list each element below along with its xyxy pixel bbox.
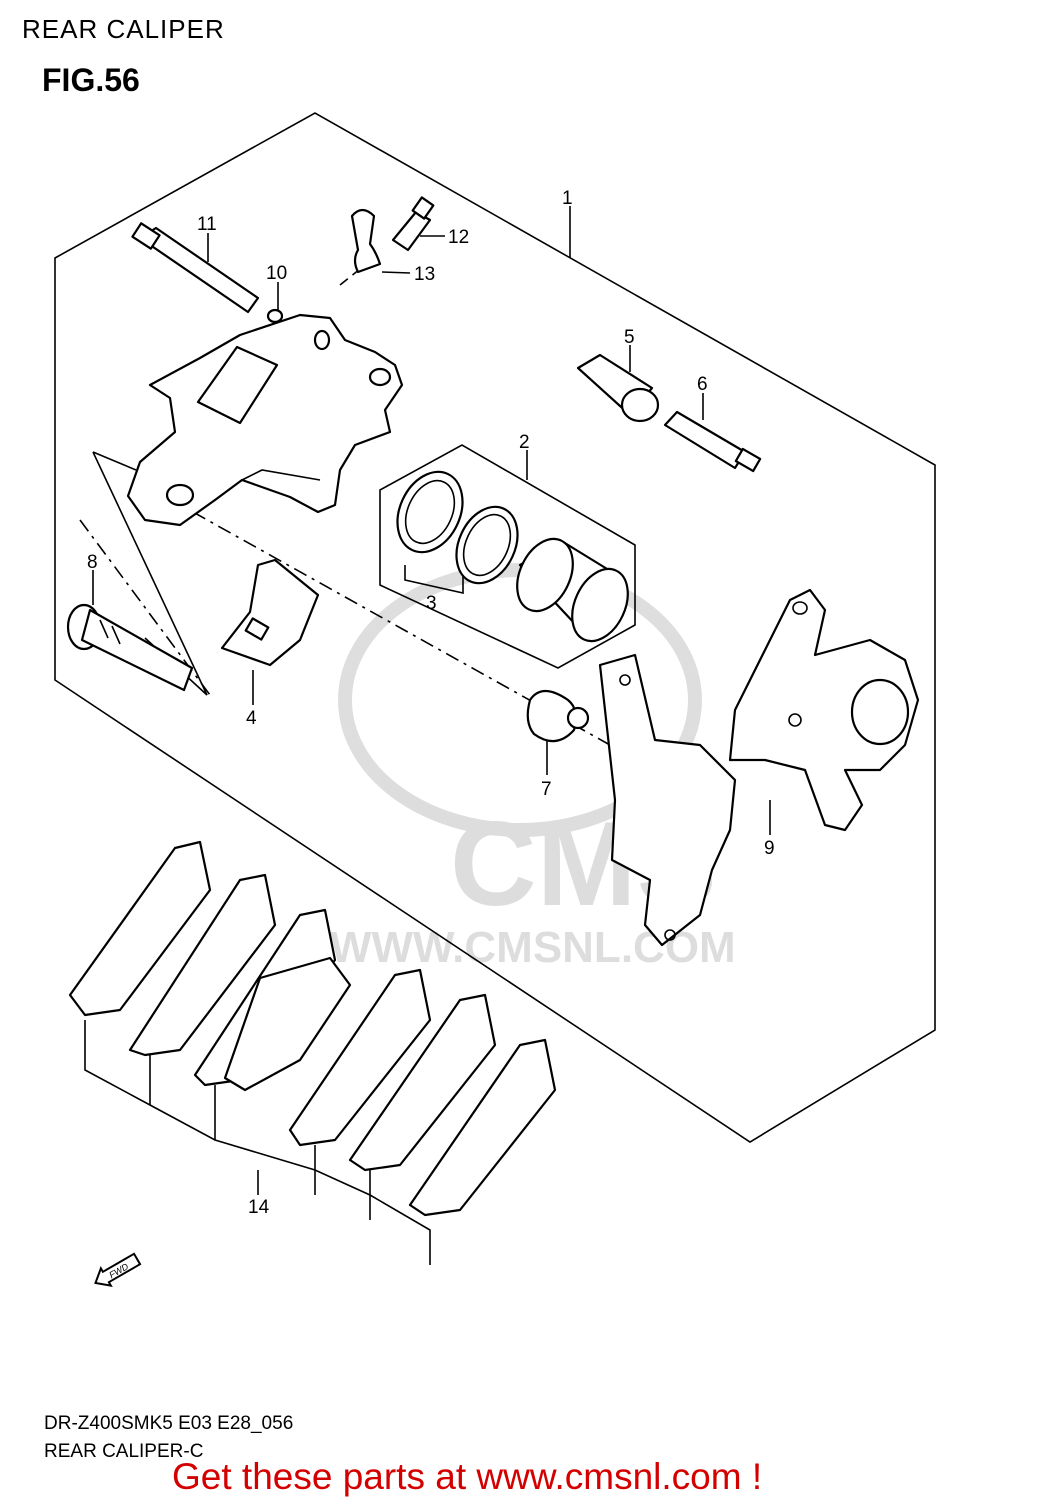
caliper-bracket [598, 588, 920, 947]
cta-link[interactable]: Get these parts at www.cmsnl.com ! [172, 1456, 763, 1497]
page-heading: REAR CALIPER [22, 14, 225, 44]
figure-title: FIG.56 [42, 62, 140, 98]
callout-1: 1 [562, 188, 573, 209]
callout-bracket [404, 565, 464, 594]
callout-11: 11 [197, 214, 217, 235]
callout-5: 5 [624, 327, 635, 348]
sleeve [576, 353, 660, 423]
caliper-bolt [131, 222, 260, 314]
callout-12: 12 [448, 227, 469, 248]
callout-14: 14 [248, 1197, 270, 1218]
bleeder-valve [391, 196, 435, 252]
piston-seal [396, 470, 464, 554]
centre-line [339, 264, 366, 286]
arrow-left-icon [94, 1252, 142, 1288]
assembly-frame [54, 112, 936, 1143]
brake-pad-set [68, 840, 557, 1265]
callout-2: 2 [519, 432, 530, 453]
piston-group-frame [379, 444, 636, 669]
callout-6: 6 [697, 374, 708, 395]
o-ring [266, 308, 284, 324]
pin-bolt [663, 410, 762, 473]
assembly-guide-line [92, 451, 137, 471]
callout-8: 8 [87, 552, 98, 573]
callout-7: 7 [541, 779, 552, 800]
diagram-caption: REAR CALIPER-C [44, 1441, 204, 1462]
callout-9: 9 [764, 838, 775, 859]
callout-13: 13 [414, 264, 435, 285]
dust-seal [455, 505, 519, 585]
pad-spring [220, 558, 320, 667]
caliper-body [126, 313, 404, 527]
bleeder-cap [350, 208, 382, 274]
piston [516, 537, 629, 643]
fwd-marker: FWD [94, 1252, 142, 1288]
model-code: DR-Z400SMK5 E03 E28_056 [44, 1413, 294, 1434]
callout-3: 3 [426, 593, 437, 614]
callout-4: 4 [246, 708, 257, 729]
caliper-pin [66, 603, 194, 692]
callout-10: 10 [266, 263, 287, 284]
boot [526, 689, 590, 743]
leader-lines [92, 206, 771, 1195]
